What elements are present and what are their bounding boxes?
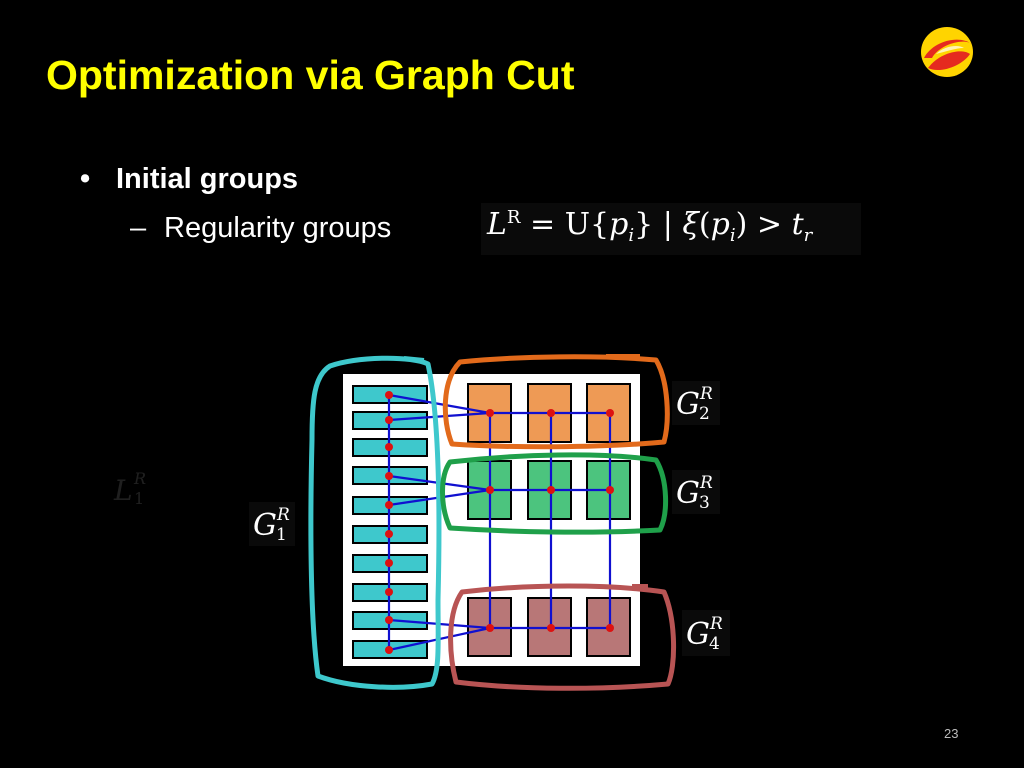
group-label-symbol: G: [676, 476, 700, 511]
graph-edge: [388, 393, 491, 415]
group-label-g3: G R 3: [672, 470, 720, 514]
group-label-sub: 3: [699, 493, 710, 513]
group-label-sub: 1: [276, 525, 287, 545]
group-outline-g2: [442, 354, 670, 450]
formula-threshold-sub: r: [803, 225, 813, 246]
formula-open-paren: (: [698, 207, 711, 242]
group-outline-g1: [308, 355, 442, 690]
group-label-g4: G R 4: [682, 610, 730, 656]
graph-node: [486, 409, 494, 417]
graph-node: [606, 409, 614, 417]
graph-node: [385, 559, 393, 567]
faint-label-sub: 1: [134, 489, 144, 508]
formula-comparator: >: [756, 207, 783, 242]
label-background: [249, 502, 295, 546]
graph-node: [385, 501, 393, 509]
group-label-sup: R: [699, 473, 713, 493]
label-background: [672, 381, 720, 425]
group-outline-g4: [448, 583, 677, 691]
slide-title: Optimization via Graph Cut: [46, 52, 575, 98]
group-label-symbol: G: [676, 387, 700, 422]
group-label-sub: 2: [699, 404, 710, 424]
graph-node: [385, 588, 393, 596]
graph-node: [606, 624, 614, 632]
graph-node: [385, 443, 393, 451]
group-label-symbol: G: [686, 617, 710, 652]
group-outline-g3: [440, 452, 669, 535]
graph-node: [547, 486, 555, 494]
graph-node: [385, 472, 393, 480]
graph-nodes: [385, 391, 614, 654]
group-label-sub: 4: [709, 634, 720, 654]
graph-node: [547, 409, 555, 417]
label-background: [672, 470, 720, 514]
formula-close-brace: }: [634, 207, 654, 242]
page-number: 23: [944, 726, 959, 741]
graph-node: [385, 616, 393, 624]
group-outline-g1-tick: [403, 356, 425, 362]
formula-threshold: t: [791, 207, 804, 242]
formula-lhs-sup: R: [506, 207, 521, 228]
formula-element: p: [710, 207, 730, 242]
graph-node: [547, 624, 555, 632]
bullet-text: Initial groups: [116, 163, 299, 195]
group-label-sup: R: [276, 505, 290, 525]
graph-node: [486, 624, 494, 632]
formula-separator: |: [662, 207, 673, 242]
formula-element: p: [609, 207, 629, 242]
graph-edge: [388, 411, 491, 422]
graph-node: [385, 391, 393, 399]
swirl-logo-icon: [921, 27, 973, 77]
bullet-dot: •: [80, 163, 91, 195]
formula-element-sub: i: [628, 225, 635, 246]
formula-open-brace: {: [590, 207, 610, 242]
group-label-g1: G R 1: [249, 502, 295, 546]
group-label-g2: G R 2: [672, 381, 720, 425]
group-label-sup: R: [699, 384, 713, 404]
formula-func: ξ: [682, 207, 699, 242]
formula-union: U: [564, 207, 591, 242]
regularity-formula: LR = U{pi} | ξ(pi) > tr: [487, 207, 812, 246]
formula-background: [481, 203, 861, 255]
graph-node: [606, 486, 614, 494]
formula-close-paren: ): [735, 207, 748, 242]
faint-label-sup: R: [133, 469, 146, 488]
formula-element-sub: i: [729, 225, 736, 246]
formula-lhs: L: [487, 207, 507, 242]
graph-node: [385, 416, 393, 424]
formula-equals: =: [530, 207, 556, 242]
faint-label-symbol: L: [113, 474, 133, 507]
group-label-symbol: G: [253, 508, 277, 543]
graph-node: [385, 530, 393, 538]
bullet-initial-groups: • Initial groups: [80, 163, 298, 196]
faint-label-l1r: L R 1: [113, 469, 146, 508]
graph-node: [385, 646, 393, 654]
bullet-text: Regularity groups: [164, 212, 392, 244]
bullet-regularity-groups: –Regularity groups: [130, 212, 391, 245]
group-label-sup: R: [709, 614, 723, 634]
graph-node: [486, 486, 494, 494]
bullet-dash: –: [130, 212, 147, 244]
label-background: [682, 610, 730, 656]
